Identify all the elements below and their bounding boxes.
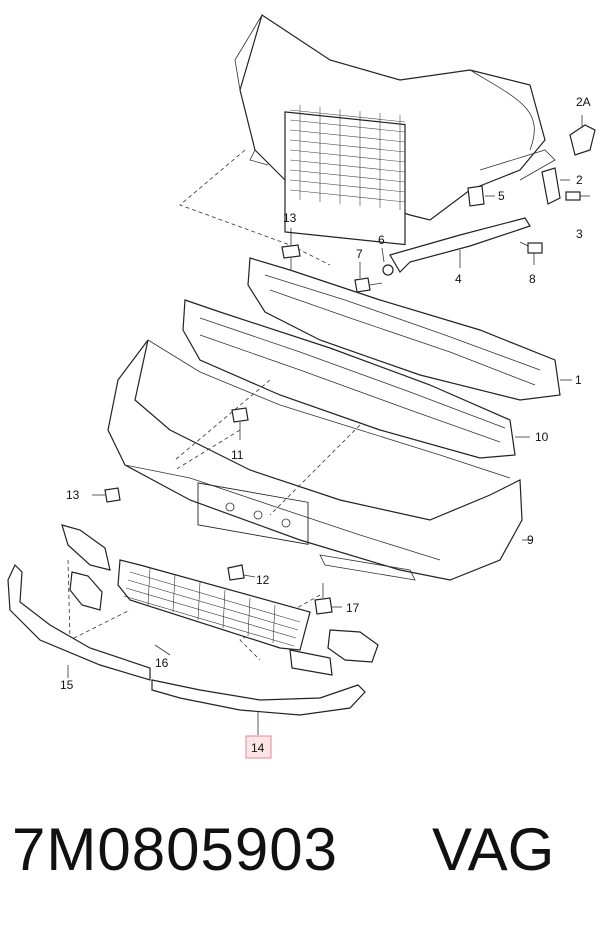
spoiler-lip-14 — [151, 679, 366, 735]
bumper-cover-9 — [107, 339, 532, 581]
callout-2: 2 — [576, 173, 583, 187]
callout-8: 8 — [529, 272, 536, 286]
callout-6: 6 — [378, 233, 385, 247]
screw-11 — [231, 407, 249, 440]
brand-name: VAG — [432, 816, 555, 883]
callout-10: 10 — [535, 430, 549, 444]
callout-14-highlight: 14 — [245, 735, 272, 759]
trim-left-lower — [69, 571, 103, 611]
radiator-carrier — [234, 14, 546, 246]
screw-13-top — [281, 228, 301, 270]
screw-8 — [519, 241, 543, 265]
callout-13-top: 13 — [283, 211, 297, 225]
footer: 7M0805903 VAG — [0, 815, 600, 905]
callout-4: 4 — [455, 272, 462, 286]
bracket-2a — [569, 115, 596, 156]
spoiler-15 — [7, 563, 151, 681]
callout-14: 14 — [251, 741, 265, 755]
callout-3: 3 — [576, 227, 583, 241]
callout-2a: 2A — [576, 95, 591, 109]
clip-5 — [467, 185, 495, 207]
callout-7: 7 — [356, 247, 363, 261]
callout-1: 1 — [575, 373, 582, 387]
callout-11: 11 — [231, 448, 244, 462]
screw-13-lower — [92, 487, 121, 503]
callout-13-lower: 13 — [66, 488, 80, 502]
grille-16 — [117, 559, 311, 656]
callout-12: 12 — [256, 573, 270, 587]
trim-left-upper — [61, 524, 111, 571]
screw-17 — [314, 583, 342, 615]
callout-17: 17 — [346, 601, 360, 615]
trim-right — [289, 629, 379, 676]
screw-3 — [565, 191, 590, 201]
part-number: 7M0805903 — [12, 816, 338, 883]
screw-7 — [354, 262, 383, 293]
absorber-10 — [182, 299, 530, 459]
exploded-parts-diagram: 2A 2 3 5 6 7 4 8 13 1 10 11 13 9 12 17 1… — [7, 14, 596, 759]
callout-15: 15 — [60, 678, 74, 692]
screw-6 — [381, 247, 394, 276]
impact-bar-1 — [247, 257, 572, 401]
callout-5: 5 — [498, 189, 505, 203]
callout-16: 16 — [155, 656, 169, 670]
callout-9: 9 — [527, 533, 534, 547]
screw-12 — [227, 564, 256, 581]
bracket-4 — [389, 217, 531, 273]
bracket-2 — [541, 167, 570, 205]
